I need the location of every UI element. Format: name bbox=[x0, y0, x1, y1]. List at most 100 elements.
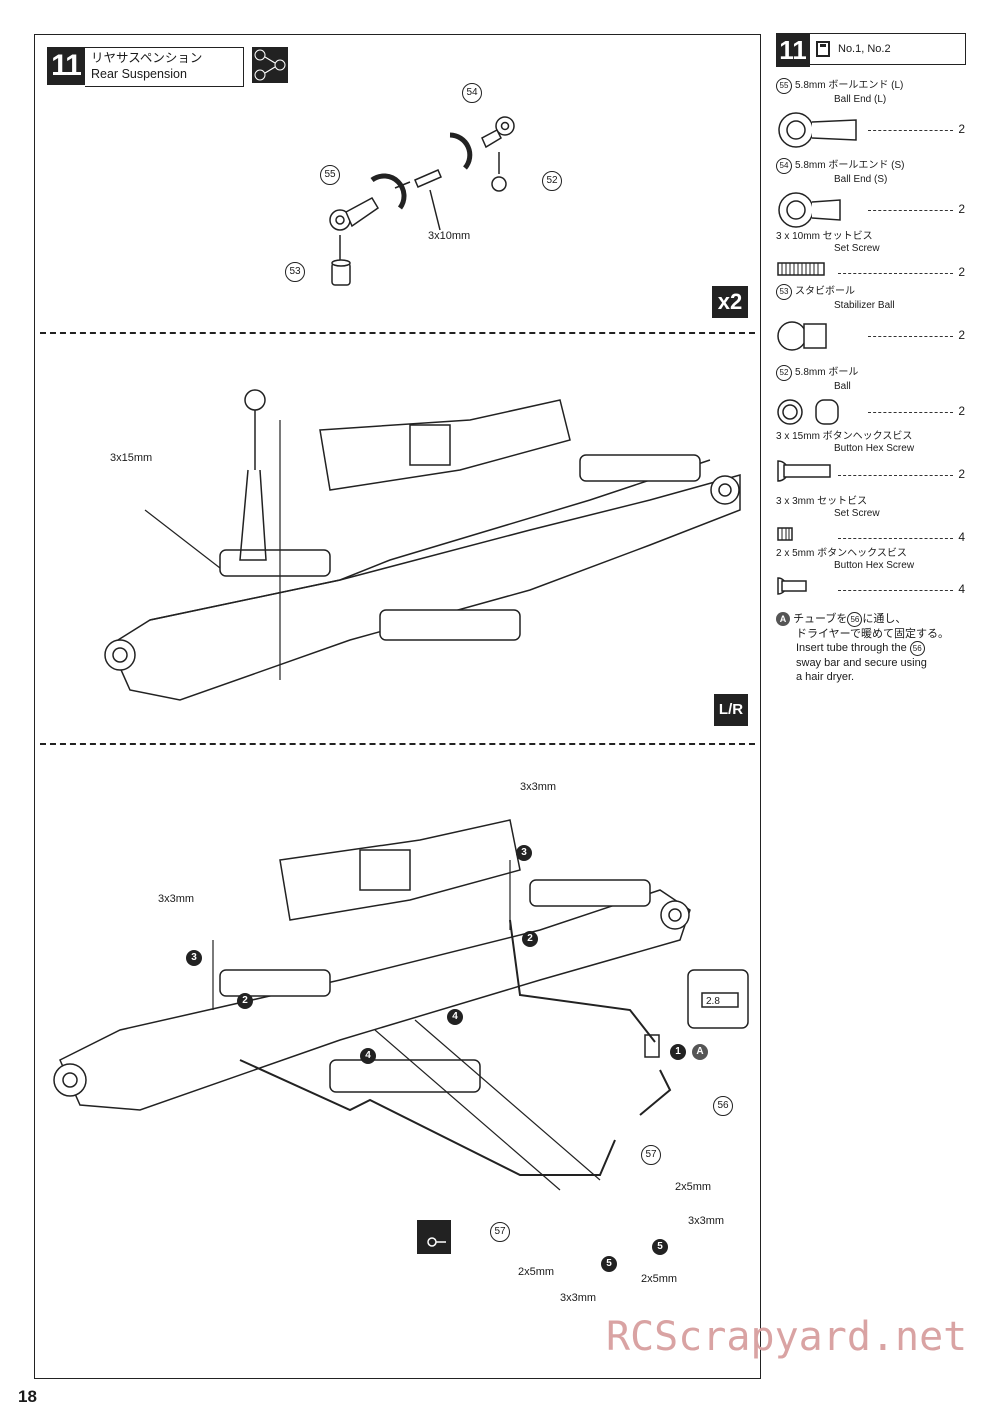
part-name-en: Button Hex Screw bbox=[834, 443, 915, 454]
quantity-badge: x2 bbox=[712, 286, 748, 318]
leader-dots bbox=[868, 336, 953, 337]
marker-2-right: 2 bbox=[522, 931, 538, 947]
note-ref-56: 56 bbox=[847, 612, 863, 627]
section-header: 11 リヤサスペンション Rear Suspension bbox=[47, 47, 244, 87]
note-en-line1: Insert tube through the 56 bbox=[776, 641, 966, 656]
part-quantity: 2 bbox=[958, 265, 965, 279]
note-jp-c: ドライヤーで暖めて固定する。 bbox=[796, 628, 950, 640]
callout-54: 54 bbox=[462, 83, 482, 103]
part-quantity: 4 bbox=[958, 582, 965, 596]
leader-dots bbox=[838, 538, 953, 539]
divider-2 bbox=[40, 743, 755, 745]
leader-dots bbox=[838, 475, 953, 476]
page-number: 18 bbox=[18, 1387, 37, 1406]
rear-suspension-diagram-1 bbox=[104, 389, 741, 701]
leader-dots bbox=[868, 130, 953, 131]
marker-3-left: 3 bbox=[186, 950, 202, 966]
part-quantity: 2 bbox=[958, 328, 965, 342]
tube-length-label: 2.8 bbox=[706, 996, 720, 1007]
parts-bag-box: No.1, No.2 bbox=[810, 33, 966, 65]
callout-57-left: 57 bbox=[490, 1222, 510, 1242]
part-name-jp: 5.8mm ボールエンド (L) bbox=[795, 80, 904, 91]
part-name-jp: 3 x 15mm ボタンヘックスビス bbox=[776, 431, 913, 442]
marker-2-left: 2 bbox=[237, 993, 253, 1009]
part-name-jp: 2 x 5mm ボタンヘックスビス bbox=[776, 548, 907, 559]
rear-suspension-diagram-2 bbox=[53, 819, 749, 1254]
section-number: 11 bbox=[47, 47, 85, 85]
leader-dots bbox=[838, 273, 953, 274]
part-illustration bbox=[776, 524, 971, 544]
part-illustration bbox=[776, 459, 971, 483]
leader-dots bbox=[868, 412, 953, 413]
leader-dots bbox=[868, 210, 953, 211]
marker-1: 1 bbox=[670, 1044, 686, 1060]
note-jp-a: チューブを bbox=[793, 613, 848, 625]
label-3x3-b: 3x3mm bbox=[688, 1215, 725, 1227]
label-3x3-left: 3x3mm bbox=[158, 893, 195, 905]
part-illustration bbox=[776, 576, 971, 596]
part-name-en: Ball End (S) bbox=[834, 174, 888, 185]
note-jp-b: に通し、 bbox=[862, 613, 907, 625]
parts-section-number: 11 bbox=[776, 33, 810, 67]
callout-53: 53 bbox=[285, 262, 305, 282]
part-number: 54 bbox=[776, 158, 792, 174]
note-en-a: Insert tube through the bbox=[796, 642, 907, 654]
instruction-frame bbox=[34, 34, 761, 1379]
part-number: 52 bbox=[776, 365, 792, 381]
marker-3-right: 3 bbox=[516, 845, 532, 861]
label-2x5-d: 2x5mm bbox=[641, 1273, 678, 1285]
screw-label-3x10: 3x10mm bbox=[428, 230, 471, 242]
section-title-jp: リヤサスペンション bbox=[91, 51, 203, 65]
left-right-badge: L/R bbox=[714, 694, 748, 726]
part-name-jp: 5.8mm ボールエンド (S) bbox=[795, 160, 905, 171]
marker-A: A bbox=[692, 1044, 708, 1060]
callout-52: 52 bbox=[542, 171, 562, 191]
note-ref-56-en: 56 bbox=[909, 641, 925, 656]
callout-56: 56 bbox=[713, 1096, 733, 1116]
leader-dots bbox=[838, 590, 953, 591]
bag-label: No.1, No.2 bbox=[838, 43, 891, 55]
part-quantity: 2 bbox=[958, 404, 965, 418]
part-name-en: Set Screw bbox=[834, 243, 880, 254]
part-name-en: Stabilizer Ball bbox=[834, 300, 895, 311]
part-illustration bbox=[776, 397, 971, 427]
part-name-jp: 5.8mm ボール bbox=[795, 367, 859, 378]
label-3x3-e: 3x3mm bbox=[560, 1292, 597, 1304]
part-quantity: 2 bbox=[958, 122, 965, 136]
screw-label-3x15: 3x15mm bbox=[110, 452, 153, 464]
section-title: リヤサスペンション Rear Suspension bbox=[85, 47, 244, 87]
ball-end-assembly-diagram bbox=[329, 116, 515, 286]
part-illustration bbox=[776, 190, 971, 230]
label-2x5-c: 2x5mm bbox=[518, 1266, 555, 1278]
part-name-en: Set Screw bbox=[834, 508, 880, 519]
note-marker: A bbox=[776, 612, 790, 626]
note-en-b: sway bar and secure using bbox=[796, 657, 927, 669]
note-en-c: a hair dryer. bbox=[796, 671, 855, 683]
marker-4-left: 4 bbox=[360, 1048, 376, 1064]
part-name-en: Button Hex Screw bbox=[834, 560, 915, 571]
callout-55: 55 bbox=[320, 165, 340, 185]
label-2x5-a: 2x5mm bbox=[675, 1181, 712, 1193]
marker-5-right: 5 bbox=[652, 1239, 668, 1255]
parts-header: 11 No.1, No.2 bbox=[776, 33, 966, 67]
part-name-en: Ball bbox=[834, 381, 851, 392]
part-name-jp: 3 x 3mm セットビス bbox=[776, 496, 868, 507]
part-quantity: 2 bbox=[958, 467, 965, 481]
part-number: 55 bbox=[776, 78, 792, 94]
watermark: RCScrapyard.net bbox=[606, 1314, 968, 1360]
part-quantity: 4 bbox=[958, 530, 965, 544]
